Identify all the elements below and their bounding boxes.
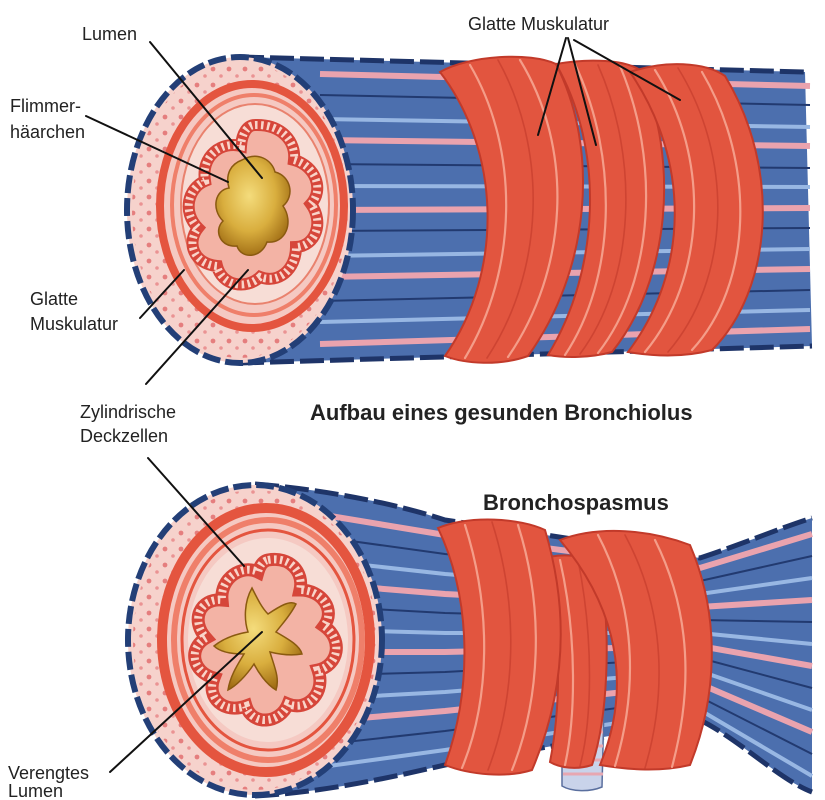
healthy-bronchiole [127, 57, 812, 363]
label-columnar-cells-line2: Deckzellen [80, 426, 168, 446]
bronchospasm-bronchiole [128, 484, 812, 796]
label-lumen: Lumen [82, 24, 137, 44]
healthy-cross-section [127, 57, 353, 363]
label-smooth-muscle-left-line2: Muskulatur [30, 314, 118, 334]
label-cilia-line2: häarchen [10, 122, 85, 142]
label-cilia-line1: Flimmer- [10, 96, 81, 116]
label-columnar-cells-line1: Zylindrische [80, 402, 176, 422]
title-bronchospasm: Bronchospasmus [483, 490, 669, 515]
label-smooth-muscle-left-line1: Glatte [30, 289, 78, 309]
title-healthy-bronchiole: Aufbau eines gesunden Bronchiolus [310, 400, 693, 425]
label-narrowed-lumen-line1: Verengtes [8, 763, 89, 783]
label-smooth-muscle-top: Glatte Muskulatur [468, 14, 609, 34]
label-narrowed-lumen-line2: Lumen [8, 781, 63, 800]
spasm-cross-section [128, 485, 382, 795]
